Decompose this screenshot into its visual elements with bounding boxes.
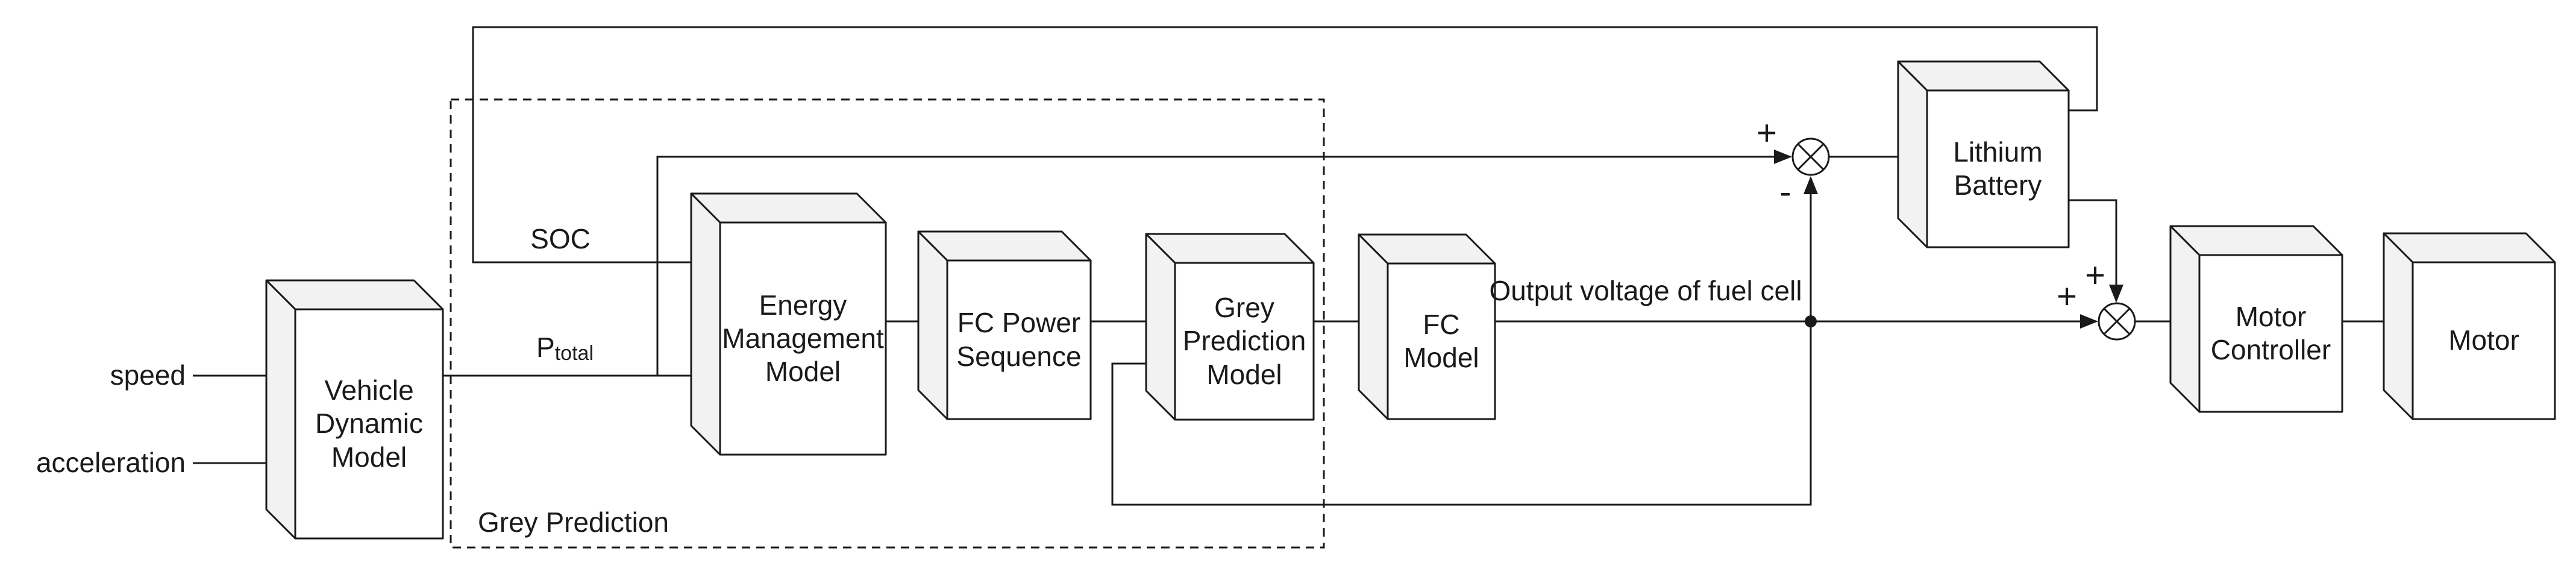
block-lithium-battery-shape bbox=[1897, 60, 2070, 248]
soc-feedback-arrow bbox=[472, 26, 2098, 270]
input-label-acceleration: acceleration bbox=[36, 447, 186, 479]
block-label-fc-power-sequence: FC Power Sequence bbox=[956, 307, 1082, 372]
block-motor-controller-shape bbox=[2169, 225, 2343, 413]
group-label-grey-prediction: Grey Prediction bbox=[478, 506, 669, 538]
signal-label-soc: SOC bbox=[530, 223, 591, 255]
sum1-minus-sign: - bbox=[1779, 172, 1791, 212]
sum2-plus-sign-horizontal: + bbox=[2057, 276, 2077, 316]
sum2-plus-sign-vertical: + bbox=[2085, 255, 2105, 295]
summing-junction-1-icon bbox=[1791, 137, 1830, 176]
block-fc-model-shape bbox=[1358, 233, 1496, 420]
block-label-lithium-battery: Lithium Battery bbox=[1953, 136, 2043, 201]
block-fc-power-sequence-shape bbox=[917, 230, 1092, 420]
battery-to-sum2-arrow bbox=[2069, 199, 2123, 303]
block-label-motor-controller: Motor Controller bbox=[2210, 300, 2331, 365]
sum1-plus-sign: + bbox=[1757, 113, 1777, 153]
summing-junction-2-icon bbox=[2098, 302, 2136, 341]
block-label-energy-management-model: Energy Management Model bbox=[722, 289, 884, 388]
p-total-tap-arrow bbox=[656, 150, 1792, 376]
signal-label-output-voltage: Output voltage of fuel cell bbox=[1489, 275, 1802, 307]
block-vehicle-dynamic-model-shape bbox=[265, 279, 444, 540]
block-label-vehicle-dynamic-model: Vehicle Dynamic Model bbox=[315, 374, 423, 473]
block-label-motor: Motor bbox=[2448, 324, 2519, 356]
p-total-subscript: total bbox=[554, 341, 594, 365]
block-energy-management-model-shape bbox=[690, 192, 887, 456]
fc-output-junction-dot bbox=[1805, 315, 1817, 327]
p-total-base: P bbox=[536, 332, 555, 364]
input-label-speed: speed bbox=[110, 359, 186, 391]
block-label-grey-prediction-model: Grey Prediction Model bbox=[1182, 292, 1306, 390]
grey-prediction-group-box bbox=[450, 98, 1325, 549]
block-label-fc-model: FC Model bbox=[1403, 308, 1479, 373]
block-grey-prediction-model-shape bbox=[1145, 233, 1315, 421]
block-motor-shape bbox=[2383, 232, 2556, 420]
gpm-feedback-arrow bbox=[1111, 321, 1812, 506]
